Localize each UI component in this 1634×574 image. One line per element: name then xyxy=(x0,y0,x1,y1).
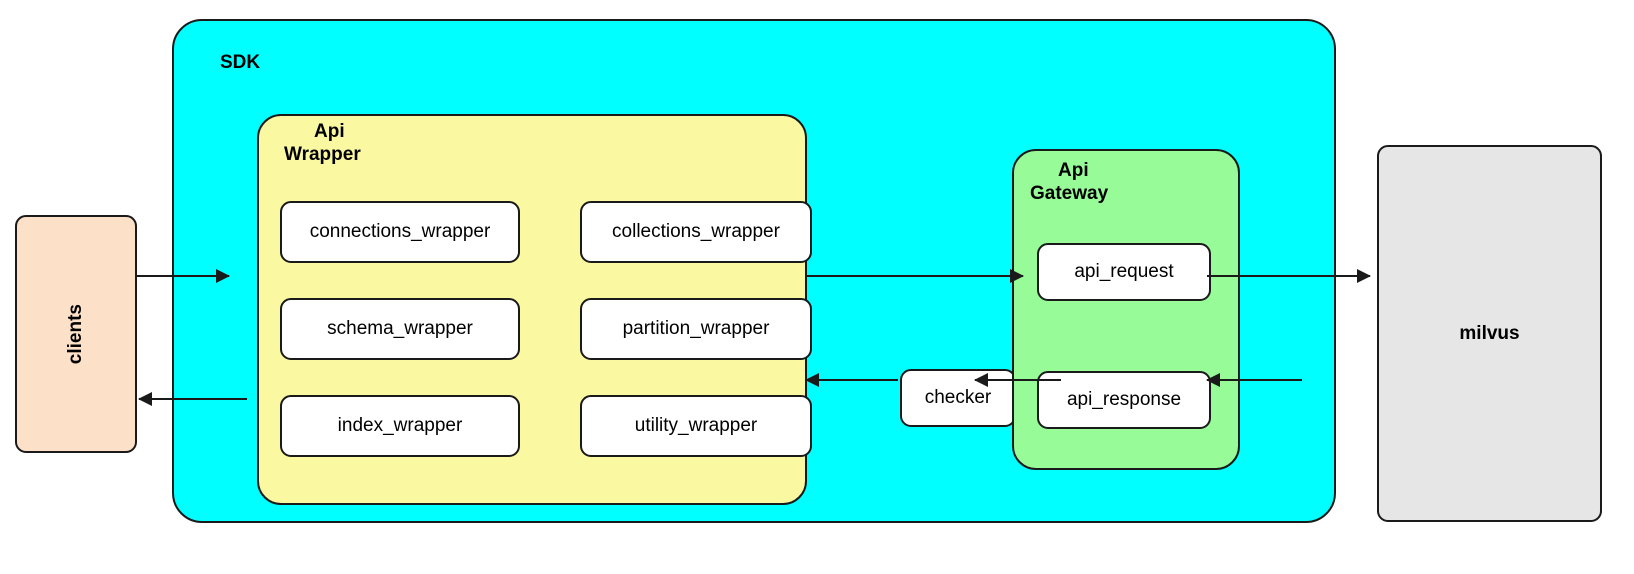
api-request-node[interactable]: api_request xyxy=(1037,243,1211,301)
collections-wrapper-node[interactable]: collections_wrapper xyxy=(580,201,812,263)
sdk-title: SDK xyxy=(220,52,261,73)
api-wrapper-container[interactable]: Api Wrapper connections_wrapper collecti… xyxy=(257,114,812,505)
arrow-api-wrapper-to-api-request xyxy=(805,269,1024,283)
utility-wrapper-label: utility_wrapper xyxy=(634,415,758,436)
clients-label: clients xyxy=(65,303,86,365)
partition-wrapper-node[interactable]: partition_wrapper xyxy=(580,298,812,360)
arrow-milvus-to-api-response xyxy=(1206,373,1302,387)
arrow-checker-to-api-wrapper xyxy=(805,373,898,387)
connections-wrapper-label: connections_wrapper xyxy=(309,221,491,242)
checker-label: checker xyxy=(924,387,992,408)
arrowhead-right-icon xyxy=(1357,269,1371,283)
arrow-sdk-to-clients xyxy=(138,392,247,406)
milvus-node[interactable]: milvus xyxy=(1377,145,1602,522)
api-response-node[interactable]: api_response xyxy=(1037,371,1211,429)
partition-wrapper-label: partition_wrapper xyxy=(622,318,770,339)
arrowhead-left-icon xyxy=(1206,373,1220,387)
api-gateway-container[interactable]: Api Gateway api_request api_response xyxy=(1012,149,1240,470)
index-wrapper-label: index_wrapper xyxy=(337,415,463,436)
api-request-label: api_request xyxy=(1074,261,1174,282)
api-gateway-title: Api Gateway xyxy=(1030,160,1109,204)
milvus-label: milvus xyxy=(1459,322,1520,344)
api-response-label: api_response xyxy=(1066,389,1182,410)
arrow-api-request-to-milvus xyxy=(1207,269,1371,283)
api-wrapper-title: Api Wrapper xyxy=(284,121,361,165)
arrowhead-right-icon xyxy=(1010,269,1024,283)
arrowhead-left-icon xyxy=(138,392,152,406)
schema-wrapper-node[interactable]: schema_wrapper xyxy=(280,298,520,360)
clients-node[interactable]: clients xyxy=(15,215,137,453)
arrowhead-left-icon xyxy=(805,373,819,387)
arrowhead-left-icon xyxy=(974,373,988,387)
utility-wrapper-node[interactable]: utility_wrapper xyxy=(580,395,812,457)
arrow-clients-to-api-wrapper xyxy=(137,269,230,283)
arrowhead-right-icon xyxy=(216,269,230,283)
schema-wrapper-label: schema_wrapper xyxy=(327,318,473,339)
checker-node[interactable]: checker xyxy=(900,369,1016,427)
connections-wrapper-node[interactable]: connections_wrapper xyxy=(280,201,520,263)
sdk-container[interactable]: SDK Api Wrapper connections_wrapper coll… xyxy=(172,19,1336,523)
collections-wrapper-label: collections_wrapper xyxy=(612,221,780,242)
index-wrapper-node[interactable]: index_wrapper xyxy=(280,395,520,457)
arrow-api-response-to-checker xyxy=(974,373,1061,387)
